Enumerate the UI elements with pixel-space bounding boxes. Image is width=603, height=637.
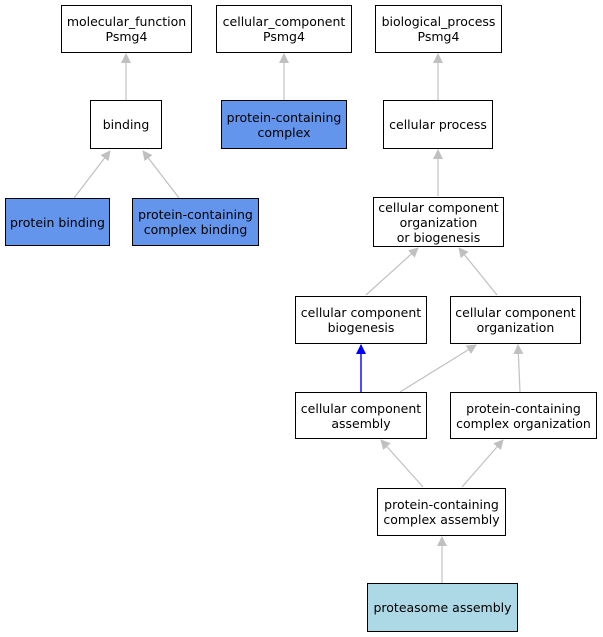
edge-ccasm-to-ccorg <box>399 344 477 393</box>
node-label-line: protein binding <box>9 214 105 230</box>
node-label-line: biogenesis <box>327 320 395 335</box>
node-label-line: molecular_function <box>66 14 187 29</box>
node-protein-containing-complex-binding[interactable]: protein-containing complex binding <box>132 198 259 246</box>
node-cellular-component[interactable]: cellular_component Psmg4 <box>216 5 352 53</box>
node-label-line: assembly <box>331 415 391 431</box>
node-label-line: Psmg4 <box>417 29 460 44</box>
node-label-line: biological_process <box>381 14 496 29</box>
node-label-line: cellular component <box>300 305 422 320</box>
node-label-line: or biogenesis <box>396 229 481 245</box>
node-biological-process[interactable]: biological_process Psmg4 <box>375 5 502 53</box>
node-label-line: organization <box>476 320 555 335</box>
edge-protbind-to-binding <box>73 150 111 199</box>
node-cellular-component-organization-or-biogenesis[interactable]: cellular component organization or bioge… <box>373 197 504 247</box>
node-label-line: protein-containing <box>226 109 342 125</box>
node-protein-containing-complex-assembly[interactable]: protein-containing complex assembly <box>377 488 506 536</box>
node-label-line: complex assembly <box>383 512 500 527</box>
node-label-line: complex <box>257 124 311 140</box>
edge-pcasm-to-pcorg <box>461 439 504 488</box>
node-label-line: Psmg4 <box>263 29 305 44</box>
node-protein-containing-complex[interactable]: protein-containing complex <box>221 100 347 149</box>
node-label-line: organization <box>399 214 478 230</box>
node-label-line: complex organization <box>456 415 591 431</box>
edge-ccorg-to-ccob <box>458 247 498 296</box>
node-label-line: protein-containing <box>384 497 499 512</box>
node-label-line: cellular component <box>300 400 422 416</box>
node-label-line: proteasome assembly <box>373 600 512 615</box>
node-label-line: cellular component <box>378 199 499 215</box>
node-binding[interactable]: binding <box>90 100 162 149</box>
edge-pcorg-to-ccorg <box>513 344 524 393</box>
node-molecular-function[interactable]: molecular_function Psmg4 <box>61 5 192 53</box>
node-cellular-process[interactable]: cellular process <box>383 100 493 149</box>
node-label-line: binding <box>102 117 150 132</box>
node-label-line: cellular component <box>455 305 576 320</box>
node-cellular-component-assembly[interactable]: cellular component assembly <box>295 392 427 439</box>
edge-ccbio-to-ccob <box>365 247 419 296</box>
node-label-line: Psmg4 <box>105 29 148 44</box>
node-cellular-component-biogenesis[interactable]: cellular component biogenesis <box>295 296 427 344</box>
node-proteasome-assembly[interactable]: proteasome assembly <box>367 583 518 632</box>
node-protein-binding[interactable]: protein binding <box>5 198 110 246</box>
node-label-line: cellular_component <box>222 14 346 29</box>
node-label-line: protein-containing <box>466 400 581 416</box>
node-label-line: protein-containing <box>138 207 253 222</box>
edge-pcasm-to-ccasm <box>380 439 424 488</box>
edge-pccb-to-binding <box>142 150 180 199</box>
node-label-line: complex binding <box>143 222 248 237</box>
node-protein-containing-complex-organization[interactable]: protein-containing complex organization <box>450 392 597 439</box>
node-cellular-component-organization[interactable]: cellular component organization <box>450 296 581 344</box>
node-label-line: cellular process <box>389 117 487 132</box>
